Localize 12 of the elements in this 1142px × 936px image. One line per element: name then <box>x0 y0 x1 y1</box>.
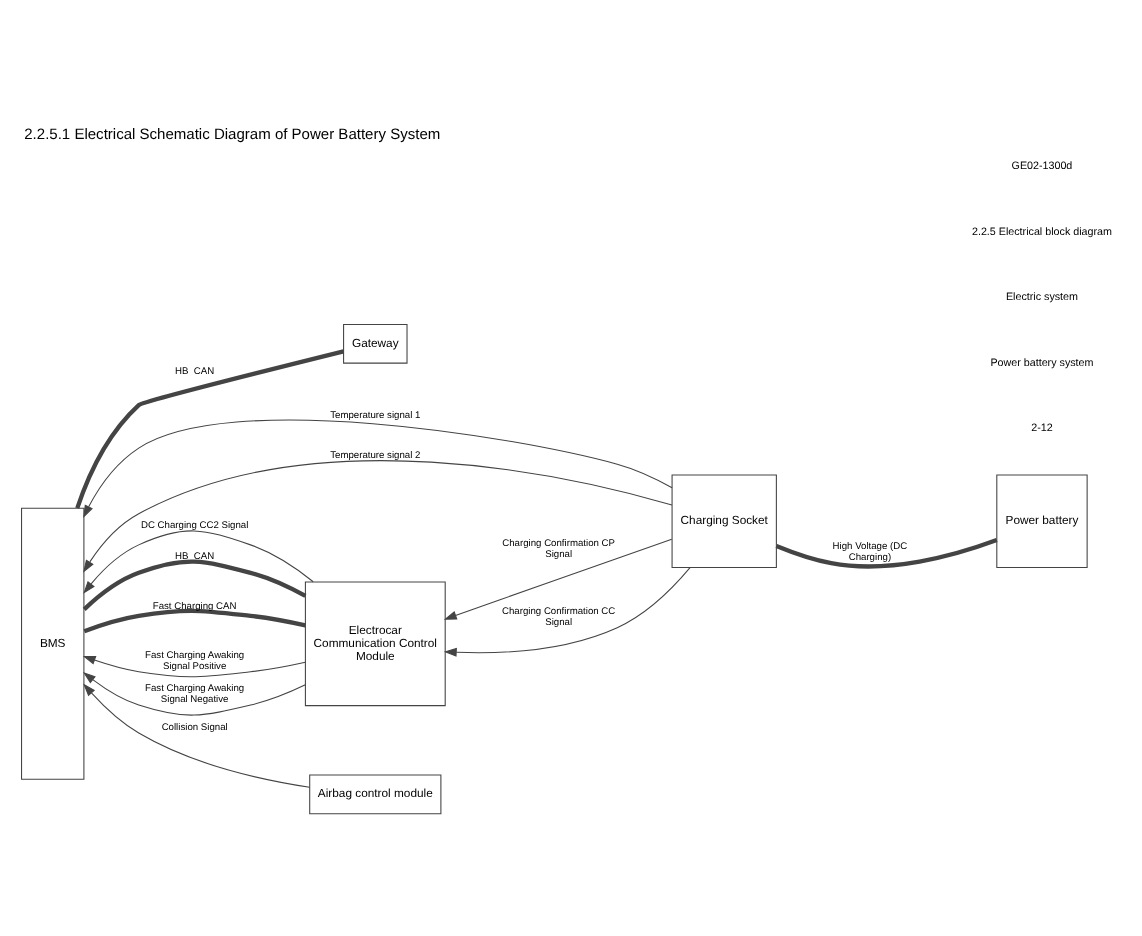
arrow <box>83 530 314 594</box>
arrow <box>83 419 673 518</box>
arrow <box>83 460 673 573</box>
connector <box>75 349 345 509</box>
connector <box>83 608 306 634</box>
connector <box>82 559 307 611</box>
arrow <box>82 671 306 716</box>
arrow <box>82 655 306 678</box>
arrow <box>83 683 311 788</box>
connector <box>775 538 998 569</box>
arrow <box>443 538 673 620</box>
arrow <box>443 567 691 657</box>
